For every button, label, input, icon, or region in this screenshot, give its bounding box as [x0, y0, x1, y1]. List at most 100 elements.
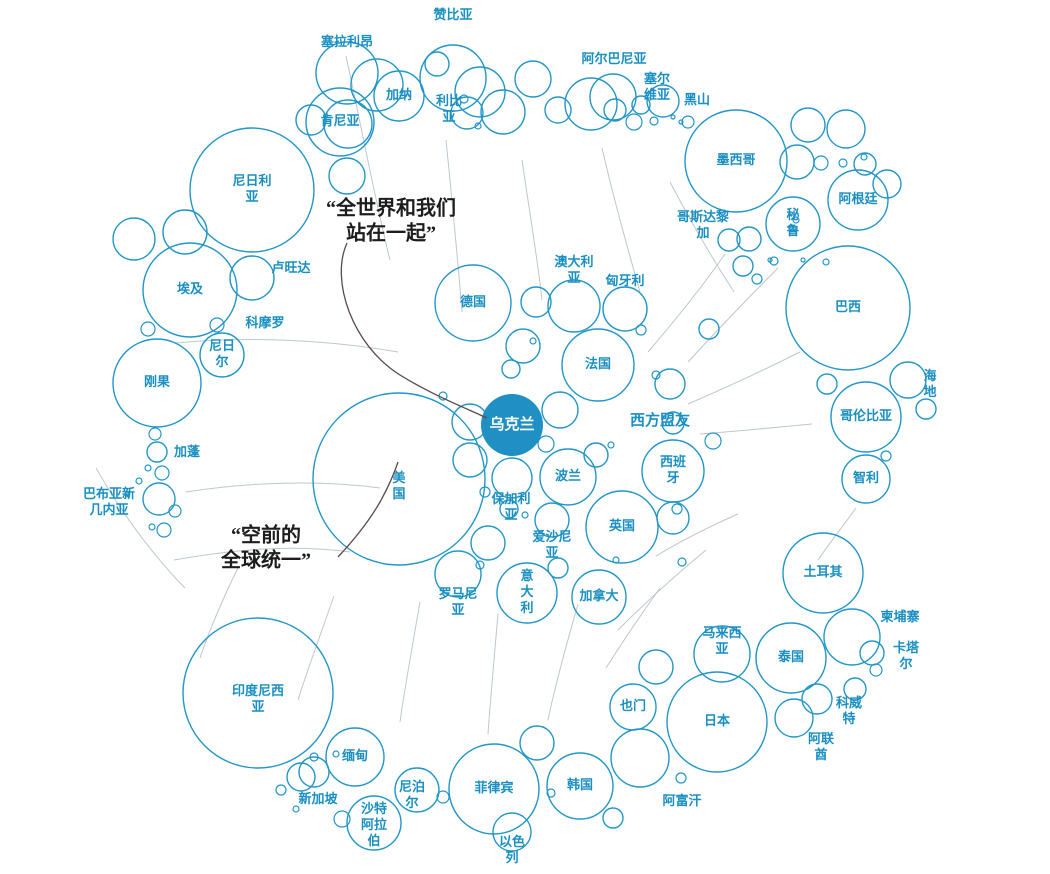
- country-bubble-科威特[interactable]: [801, 683, 833, 715]
- country-bubble-阿根廷[interactable]: [827, 169, 889, 231]
- unlabeled-bubble[interactable]: [135, 477, 143, 485]
- unlabeled-bubble[interactable]: [156, 522, 172, 538]
- unlabeled-bubble[interactable]: [470, 525, 506, 561]
- unlabeled-bubble[interactable]: [564, 77, 618, 131]
- unlabeled-bubble[interactable]: [872, 169, 902, 199]
- unlabeled-bubble[interactable]: [638, 649, 674, 685]
- unlabeled-bubble[interactable]: [298, 756, 330, 788]
- country-bubble-哥斯达黎加[interactable]: [717, 228, 741, 252]
- unlabeled-bubble[interactable]: [350, 58, 404, 112]
- country-bubble-英国[interactable]: [585, 490, 659, 564]
- unlabeled-bubble[interactable]: [124, 491, 130, 497]
- country-bubble-法国[interactable]: [561, 328, 635, 402]
- country-bubble-罗马尼亚[interactable]: [434, 550, 482, 598]
- unlabeled-bubble[interactable]: [450, 96, 484, 130]
- unlabeled-bubble[interactable]: [625, 113, 643, 131]
- unlabeled-bubble[interactable]: [436, 790, 450, 804]
- unlabeled-bubble[interactable]: [309, 752, 319, 762]
- unlabeled-bubble[interactable]: [631, 95, 651, 115]
- unlabeled-bubble[interactable]: [607, 441, 615, 449]
- unlabeled-bubble[interactable]: [661, 411, 685, 435]
- country-bubble-澳大利亚[interactable]: [547, 279, 601, 333]
- unlabeled-bubble[interactable]: [520, 286, 552, 318]
- country-bubble-卢旺达[interactable]: [229, 255, 275, 301]
- unlabeled-bubble[interactable]: [603, 98, 627, 122]
- country-bubble-泰国[interactable]: [755, 622, 827, 694]
- unlabeled-bubble[interactable]: [333, 810, 351, 828]
- country-bubble-加拿大[interactable]: [571, 569, 627, 625]
- country-bubble-意大利[interactable]: [496, 562, 558, 624]
- unlabeled-bubble[interactable]: [292, 805, 300, 813]
- unlabeled-bubble[interactable]: [651, 370, 661, 380]
- unlabeled-bubble[interactable]: [546, 788, 556, 798]
- unlabeled-bubble[interactable]: [671, 503, 683, 515]
- unlabeled-bubble[interactable]: [838, 158, 848, 168]
- country-bubble-美国[interactable]: [312, 392, 486, 566]
- unlabeled-bubble[interactable]: [544, 96, 572, 124]
- unlabeled-bubble[interactable]: [112, 217, 156, 261]
- unlabeled-bubble[interactable]: [826, 109, 866, 149]
- country-bubble-马来西亚[interactable]: [693, 625, 751, 683]
- country-bubble-加纳[interactable]: [373, 70, 425, 122]
- unlabeled-bubble[interactable]: [915, 398, 937, 420]
- country-bubble-巴布亚新几内亚[interactable]: [142, 482, 176, 516]
- unlabeled-bubble[interactable]: [704, 432, 722, 450]
- country-bubble-塞尔维亚[interactable]: [646, 84, 680, 118]
- country-bubble-保加利亚[interactable]: [491, 457, 533, 499]
- unlabeled-bubble[interactable]: [424, 51, 450, 77]
- country-bubble-赞比亚[interactable]: [419, 44, 487, 112]
- country-bubble-阿联酋[interactable]: [774, 698, 814, 738]
- unlabeled-bubble[interactable]: [767, 257, 773, 263]
- country-bubble-科摩罗[interactable]: [209, 317, 225, 333]
- country-bubble-以色列[interactable]: [492, 812, 532, 852]
- country-bubble-西班牙[interactable]: [641, 439, 705, 503]
- country-bubble-韩国[interactable]: [546, 752, 614, 820]
- country-bubble-乌克兰[interactable]: [481, 394, 543, 456]
- unlabeled-bubble[interactable]: [505, 328, 541, 364]
- country-bubble-菲律宾[interactable]: [448, 743, 540, 835]
- country-bubble-缅甸[interactable]: [325, 727, 385, 787]
- unlabeled-bubble[interactable]: [843, 677, 867, 701]
- country-bubble-墨西哥[interactable]: [684, 109, 788, 213]
- country-bubble-秘鲁[interactable]: [765, 196, 821, 252]
- unlabeled-bubble[interactable]: [328, 157, 366, 195]
- unlabeled-bubble[interactable]: [501, 359, 521, 379]
- unlabeled-bubble[interactable]: [880, 450, 892, 462]
- unlabeled-bubble[interactable]: [822, 258, 830, 266]
- unlabeled-bubble[interactable]: [654, 368, 686, 400]
- unlabeled-bubble[interactable]: [813, 155, 829, 171]
- unlabeled-bubble[interactable]: [529, 337, 537, 345]
- country-bubble-尼日尔[interactable]: [199, 332, 245, 378]
- unlabeled-bubble[interactable]: [869, 663, 883, 677]
- unlabeled-bubble[interactable]: [800, 257, 806, 263]
- country-bubble-尼日利亚[interactable]: [189, 127, 315, 253]
- unlabeled-bubble[interactable]: [537, 435, 555, 453]
- unlabeled-bubble[interactable]: [736, 226, 762, 252]
- unlabeled-bubble[interactable]: [769, 256, 779, 266]
- country-bubble-柬埔寨[interactable]: [823, 608, 881, 666]
- unlabeled-bubble[interactable]: [140, 321, 156, 337]
- country-bubble-新加坡[interactable]: [286, 762, 316, 792]
- unlabeled-bubble[interactable]: [649, 116, 659, 126]
- country-bubble-利比亚[interactable]: [454, 66, 506, 118]
- country-bubble-智利[interactable]: [841, 454, 891, 504]
- country-bubble-德国[interactable]: [434, 264, 512, 342]
- country-bubble-阿尔巴尼亚[interactable]: [589, 73, 637, 121]
- unlabeled-bubble[interactable]: [792, 216, 800, 224]
- unlabeled-bubble[interactable]: [332, 750, 340, 758]
- unlabeled-bubble[interactable]: [670, 114, 676, 120]
- country-bubble-沙特阿拉伯[interactable]: [346, 795, 402, 851]
- unlabeled-bubble[interactable]: [853, 152, 877, 176]
- unlabeled-bubble[interactable]: [541, 391, 579, 429]
- unlabeled-bubble[interactable]: [452, 442, 488, 478]
- unlabeled-bubble[interactable]: [519, 725, 555, 761]
- country-bubble-尼泊尔[interactable]: [394, 767, 440, 813]
- unlabeled-bubble[interactable]: [732, 255, 754, 277]
- country-bubble-肯尼亚[interactable]: [305, 87, 375, 157]
- country-bubble-刚果[interactable]: [112, 338, 202, 428]
- unlabeled-bubble[interactable]: [168, 504, 182, 518]
- country-bubble-塞拉利昂[interactable]: [315, 41, 379, 105]
- country-bubble-阿富汗[interactable]: [610, 728, 670, 788]
- unlabeled-bubble[interactable]: [677, 557, 687, 567]
- unlabeled-bubble[interactable]: [148, 427, 162, 441]
